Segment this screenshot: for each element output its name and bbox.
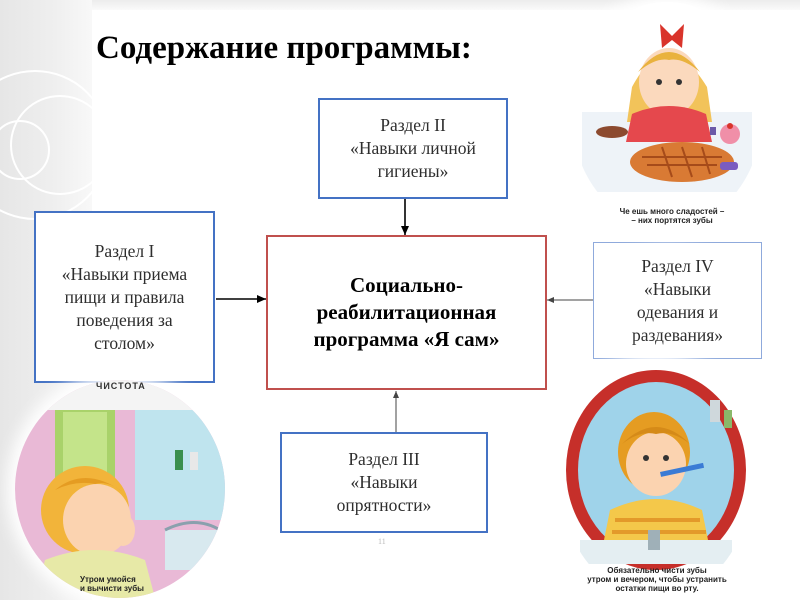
section-1-box: Раздел I «Навыки приема пищи и правила п…: [34, 211, 215, 383]
boy-brushing-caption: Обязательно чисти зубы утром и вечером, …: [572, 566, 742, 593]
boy-washing-title: ЧИСТОТА: [96, 381, 146, 391]
boy-brushing-teeth-illustration: [560, 360, 752, 598]
section-3-box: Раздел III «Навыки опрятности»: [280, 432, 488, 533]
boy-washing-caption: Утром умойся и вычисти зубы: [80, 575, 180, 593]
section-4-line: раздевания»: [631, 324, 724, 345]
decorative-ring: [0, 120, 50, 180]
boy-washing-face-illustration: [15, 380, 225, 598]
slide-title: Содержание программы:: [96, 30, 472, 66]
caption-line: Утром умойся: [80, 575, 136, 584]
section-2-line: Раздел II: [380, 115, 446, 135]
caption-line: остатки пищи во рту.: [615, 584, 699, 593]
slide-number: 11: [378, 537, 386, 546]
section-1-line: пищи и правила: [64, 286, 185, 307]
caption-line: утром и вечером, чтобы устранить: [587, 575, 727, 584]
section-4-line: Раздел IV: [641, 255, 714, 276]
caption-line: Че ешь много сладостей –: [619, 207, 725, 216]
section-4-line: «Навыки: [643, 278, 712, 299]
background-top-band: [92, 0, 800, 10]
center-program-box: Социально- реабилитационная программа «Я…: [266, 235, 547, 390]
section-3-line: Раздел III: [348, 449, 420, 469]
section-3-line: «Навыки: [350, 472, 418, 492]
section-1-line: столом»: [94, 332, 155, 353]
section-2-line: «Навыки личной: [350, 138, 476, 158]
section-4-line: одевания и: [636, 301, 719, 322]
section-2-box: Раздел II «Навыки личной гигиены»: [318, 98, 508, 199]
section-4-box: Раздел IV «Навыки одевания и раздевания»: [593, 242, 762, 359]
caption-line: и вычисти зубы: [80, 584, 144, 593]
girl-picture-caption: Че ешь много сладостей – – них портятся …: [597, 207, 747, 225]
section-1-line: поведения за: [76, 309, 173, 330]
section-1-line: Раздел I: [94, 240, 155, 261]
center-line: реабилитационная: [316, 300, 497, 324]
center-line: программа «Я сам»: [313, 327, 500, 351]
center-line: Социально-: [349, 273, 464, 297]
section-3-line: опрятности»: [336, 495, 432, 515]
girl-eating-sweets-illustration: [572, 2, 762, 228]
section-1-line: «Навыки приема: [61, 263, 188, 284]
caption-line: Обязательно чисти зубы: [607, 566, 707, 575]
caption-line: – них портятся зубы: [631, 216, 713, 225]
section-2-line: гигиены»: [377, 161, 449, 181]
